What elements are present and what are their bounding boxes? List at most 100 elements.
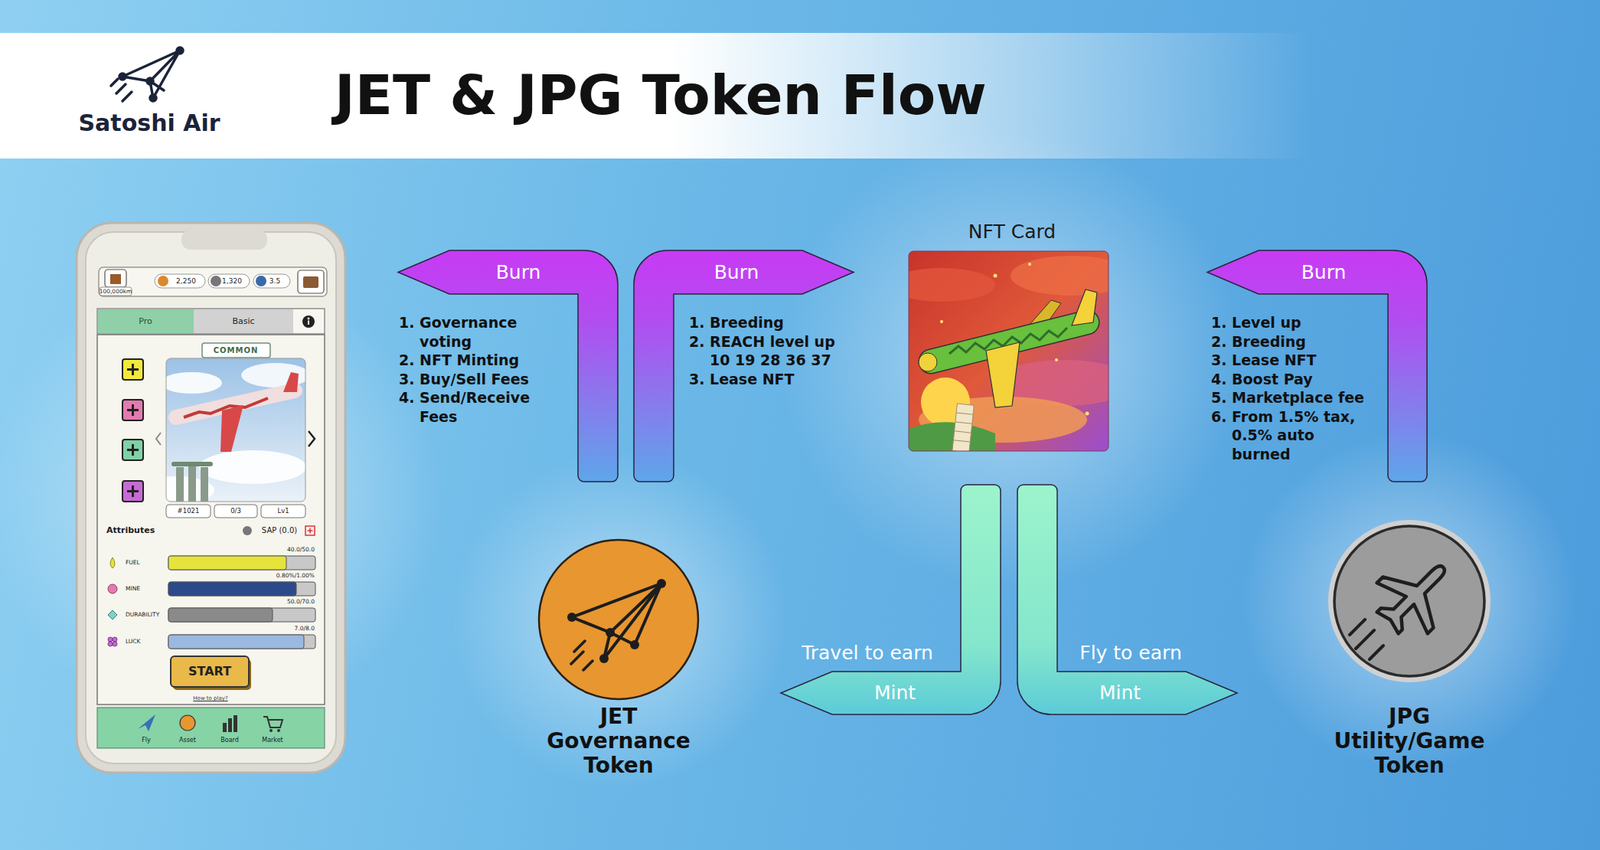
nft-card-illustration [1071, 289, 1098, 326]
phone-mockup [228, 718, 232, 732]
app-ui-label: Board [220, 736, 239, 744]
app-ui-label: 100,000km [99, 288, 133, 296]
app-ui-label: 3.5 [269, 277, 281, 285]
phone-mockup [127, 363, 139, 497]
burn-arrow-shape [633, 250, 854, 482]
app-ui-label: START [188, 664, 232, 679]
burn-use-item: 3. Buy/Sell Fees [398, 369, 560, 389]
mint-arrow-outline [780, 484, 1001, 715]
phone-mockup [166, 504, 211, 518]
phone-mockup [307, 528, 314, 534]
nft-card-illustration [1010, 255, 1109, 296]
phone-mockup [168, 607, 316, 622]
background-glow [780, 130, 1241, 590]
phone-mockup [107, 584, 118, 594]
jet-logo-icon [630, 640, 640, 650]
app-ui-label: 0.80%/1.00% [276, 572, 315, 580]
phone-mockup [166, 372, 223, 394]
app-ui-label: Asset [179, 736, 196, 744]
phone-mockup [110, 557, 115, 569]
phone-mockup [97, 309, 194, 334]
jpg-plane-icon [1362, 542, 1470, 649]
phone-mockup [168, 555, 316, 570]
nft-card-illustration [953, 412, 974, 442]
burn-use-item: 5. Marketplace fee [1211, 388, 1372, 408]
phone-mockup [297, 270, 324, 294]
app-ui-label: Pro [138, 316, 152, 327]
token-circle-text: JET Governance Token [534, 704, 703, 778]
phone-mockup [269, 728, 273, 732]
burn-use-item: 6. From 1.5% tax, 0.5% auto burned [1211, 407, 1372, 464]
background-glow [0, 130, 1578, 788]
nft-card-illustration [908, 251, 1109, 451]
app-ui-label: COMMON [213, 346, 259, 356]
burn-arrow-text: Burn [714, 261, 760, 285]
mint-arrow-shape [780, 484, 1001, 715]
phone-mockup [85, 231, 337, 764]
nft-card-text: NFT Card [968, 221, 1056, 244]
burn-use-item: 2. REACH level up 10 19 28 36 37 [688, 332, 850, 370]
nft-card-illustration [952, 403, 974, 451]
mint-arrow-outline [1017, 484, 1238, 715]
diagram-title: JET & JPG Token Flow [334, 63, 987, 128]
nft-card-illustration [1085, 411, 1090, 416]
phone-mockup [233, 715, 238, 732]
phone-mockup [122, 359, 144, 380]
phone-mockup [253, 274, 291, 288]
nft-card-illustration [908, 421, 996, 451]
jet-logo-icon [599, 653, 609, 663]
phone-mockup [166, 358, 306, 502]
app-ui-label: 50.0/70.0 [287, 598, 315, 606]
jet-logo-icon [567, 578, 667, 670]
phone-mockup [263, 716, 283, 728]
token-disc [1334, 525, 1485, 676]
header-band [0, 32, 1600, 159]
jpg-plane-icon [1349, 619, 1365, 635]
app-ui-label: Market [261, 736, 284, 744]
app-ui-label: How to play? [192, 695, 228, 702]
phone-mockup [170, 656, 249, 687]
burn-arrow-outline [1207, 250, 1427, 482]
app-ui-label: 7.0/8.0 [294, 625, 315, 633]
app-ui-label: Basic [231, 316, 255, 327]
jet-logo-icon [605, 627, 615, 637]
mint-arrow-outline [780, 484, 1001, 715]
burn-arrow-shape [398, 250, 618, 482]
app-ui-label: Attributes [106, 525, 155, 536]
phone-mockup [107, 610, 118, 620]
nft-card-illustration [908, 267, 996, 302]
token-circle-text: JPG Utility/Game Token [1325, 704, 1494, 778]
burn-arrow-outline [1207, 250, 1427, 482]
nft-card-illustration [1028, 262, 1032, 266]
nft-card-illustration [918, 352, 938, 372]
phone-mockup [112, 636, 118, 642]
jet-logo-icon [567, 612, 577, 622]
app-ui-label: 0/3 [230, 507, 242, 516]
brand-name: Satoshi Air [78, 110, 220, 138]
phone-mockup [220, 404, 244, 452]
burn-arrow-outline [398, 250, 618, 482]
nft-card-illustration [888, 251, 1134, 453]
phone-mockup [112, 641, 118, 647]
phone-mockup [97, 308, 325, 334]
burn-use-item: 3. Lease NFT [1211, 350, 1372, 370]
app-ui-label: Fly [141, 736, 151, 744]
phone-mockup [76, 222, 346, 773]
burn-arrow-outline [633, 250, 854, 482]
phone-mockup [122, 480, 144, 502]
token-disc [1328, 519, 1491, 683]
phone-mockup [308, 431, 315, 447]
phone-mockup [222, 715, 238, 732]
phone-mockup [277, 728, 281, 732]
nft-card-illustration [986, 342, 1020, 408]
burn-arrow-outline [398, 250, 618, 482]
burn-arrow-text: Burn [496, 261, 542, 285]
mint-arrow: Travel to earnMint [780, 484, 1001, 715]
jet-logo-icon [610, 583, 662, 633]
token-circle: JPG Utility/Game Token [1325, 518, 1497, 781]
mint-arrow-text: Mint [1099, 682, 1141, 705]
jpg-plane-icon [1369, 645, 1384, 660]
jet-logo-icon [604, 583, 662, 659]
phone-mockup [242, 525, 252, 536]
app-ui-label: 1,320 [222, 277, 242, 285]
